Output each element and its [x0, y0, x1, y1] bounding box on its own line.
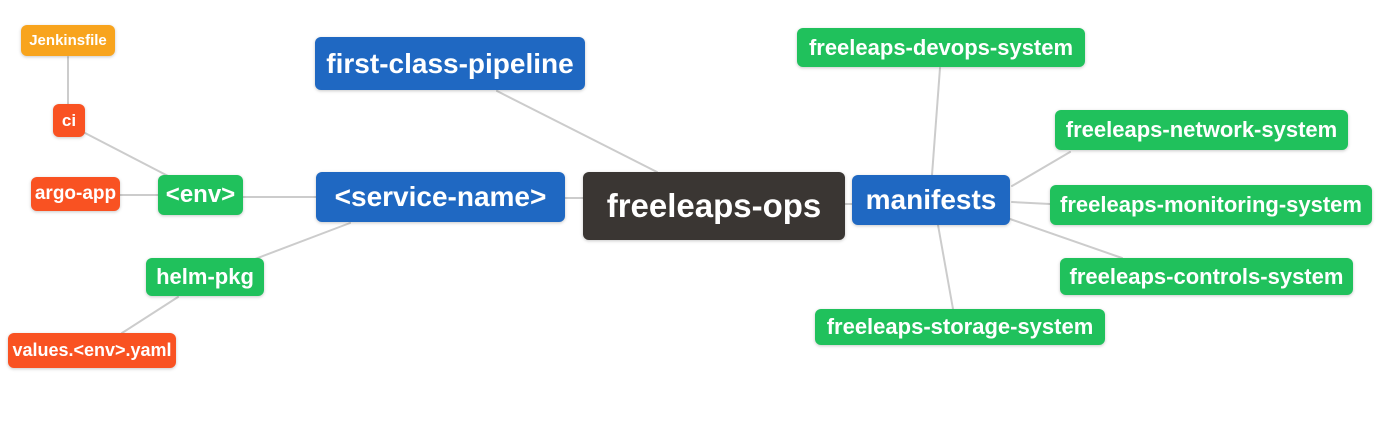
node-freeleaps-network-system[interactable]: freeleaps-network-system: [1055, 110, 1348, 150]
node-service-name[interactable]: <service-name>: [316, 172, 565, 222]
node-values-env-yaml[interactable]: values.<env>.yaml: [8, 333, 176, 368]
edge-values-helmpkg: [121, 296, 179, 334]
node-jenkinsfile[interactable]: Jenkinsfile: [21, 25, 115, 56]
node-freeleaps-storage-system[interactable]: freeleaps-storage-system: [815, 309, 1105, 345]
edge-manifests-storage: [937, 224, 954, 310]
edge-helmpkg-servicename: [254, 222, 351, 260]
edge-manifests-devops: [931, 67, 941, 176]
node-argo-app[interactable]: argo-app: [31, 177, 120, 211]
node-helm-pkg[interactable]: helm-pkg: [146, 258, 264, 296]
edge-manifests-monitoring: [1011, 201, 1051, 205]
node-freeleaps-controls-system[interactable]: freeleaps-controls-system: [1060, 258, 1353, 295]
edge-pipeline-freeleapsops: [496, 90, 658, 173]
edge-manifests-controls: [1009, 218, 1123, 259]
node-freeleaps-monitoring-system[interactable]: freeleaps-monitoring-system: [1050, 185, 1372, 225]
edge-manifests-network: [1011, 151, 1071, 187]
edge-ci-env: [84, 132, 171, 178]
node-manifests[interactable]: manifests: [852, 175, 1010, 225]
node-freeleaps-ops[interactable]: freeleaps-ops: [583, 172, 845, 240]
node-env[interactable]: <env>: [158, 175, 243, 215]
node-ci[interactable]: ci: [53, 104, 85, 137]
node-first-class-pipeline[interactable]: first-class-pipeline: [315, 37, 585, 90]
node-freeleaps-devops-system[interactable]: freeleaps-devops-system: [797, 28, 1085, 67]
